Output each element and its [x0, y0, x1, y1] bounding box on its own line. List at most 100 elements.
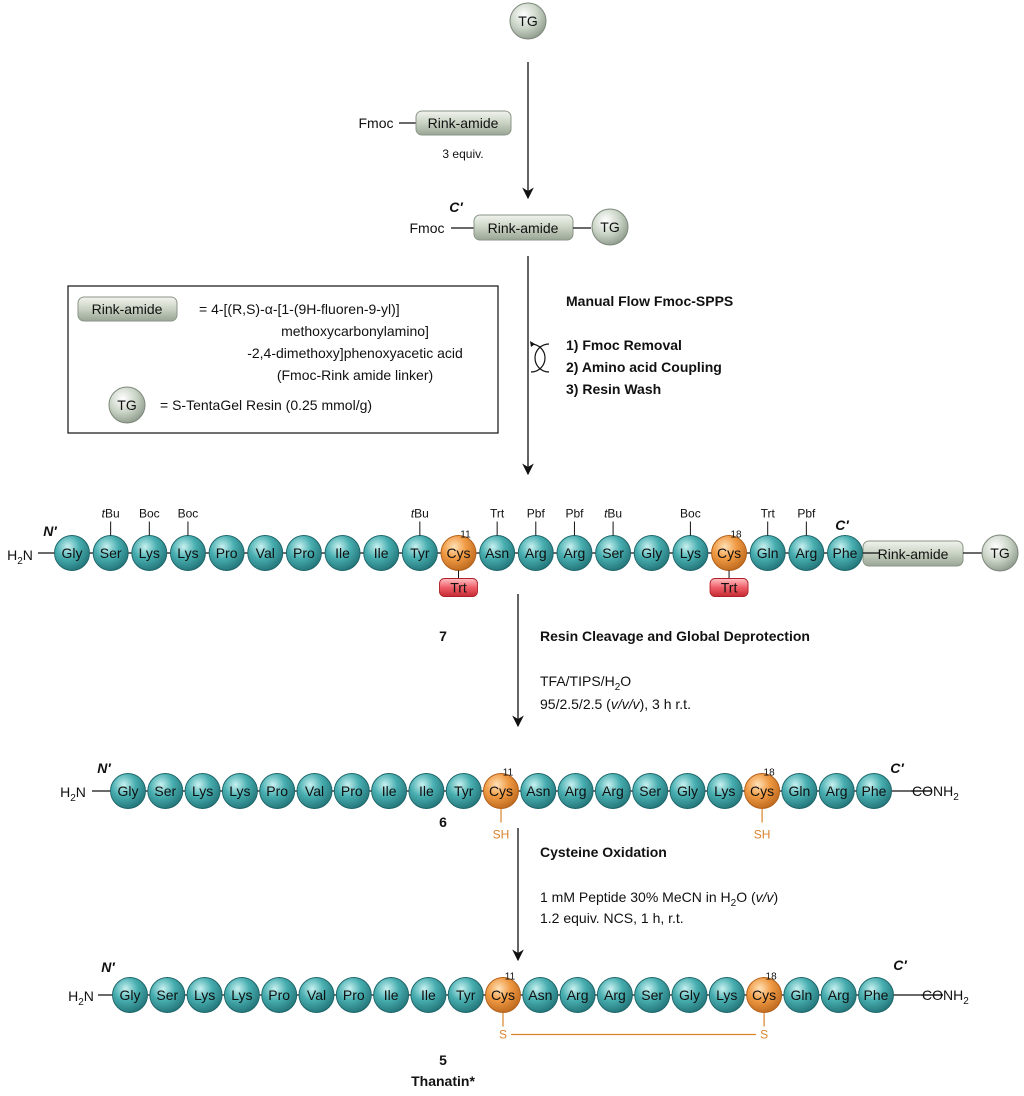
residue-lys: Lys [131, 535, 168, 571]
residue-label: Pro [293, 545, 315, 561]
residue-sphere [522, 977, 559, 1013]
residue-label: Gln [791, 987, 813, 1003]
residue-cys: Cys [711, 535, 747, 571]
residue-gly: Gly [54, 535, 90, 571]
residue-lys: Lys [706, 773, 743, 809]
residue-cys: Cys [440, 535, 477, 571]
residue-gly: Gly [669, 773, 706, 809]
residue-label: Lys [194, 987, 215, 1003]
residue-label: Ser [641, 987, 663, 1003]
compound-6-label: 6 [439, 814, 447, 830]
c-prime-label: C′ [893, 957, 907, 973]
cleavage-conditions: Resin Cleavage and Global Deprotection T… [540, 628, 810, 712]
n-prime-label: N′ [101, 959, 115, 975]
residue-lys: Lys [708, 977, 745, 1013]
residue-label: Lys [229, 783, 250, 799]
protecting-group-label: tBu [411, 507, 429, 521]
residue-pro: Pro [259, 773, 296, 809]
protecting-group-label: tBu [604, 507, 622, 521]
residue-cys: Cys [744, 773, 781, 809]
residue-gly: Gly [633, 535, 670, 571]
residue-label: Ser [100, 545, 122, 561]
residue-sphere [110, 773, 146, 809]
n-terminus: H2N [68, 988, 94, 1008]
residue-sphere [783, 977, 820, 1013]
cys-number: 18 [730, 530, 742, 541]
thiol-label: SH [754, 828, 771, 842]
residue-sphere [247, 535, 284, 571]
residue-sphere [827, 535, 863, 571]
residue-label: Gly [118, 783, 139, 799]
residue-lys: Lys [169, 535, 206, 571]
cys-number: 18 [766, 972, 778, 983]
residue-ile: Ile [363, 535, 400, 571]
cys-number: 18 [764, 768, 776, 779]
residue-ile: Ile [373, 977, 410, 1013]
residue-label: Ile [382, 783, 397, 799]
residue-label: Asn [526, 783, 550, 799]
protecting-group-label: Trt [490, 507, 505, 521]
residue-label: Cys [491, 987, 515, 1003]
protecting-group-label: Pbf [797, 507, 816, 521]
residue-label: Gln [757, 545, 779, 561]
oxidation-title: Cysteine Oxidation [540, 844, 667, 860]
cys-number: 11 [505, 972, 516, 983]
n-prime-label: N′ [43, 523, 57, 539]
trt-label: Trt [450, 580, 467, 596]
residue-ser: Ser [149, 977, 186, 1013]
residue-sphere [112, 977, 148, 1013]
residue-sphere [634, 977, 671, 1013]
residue-label: Pro [216, 545, 238, 561]
residue-val: Val [296, 773, 333, 809]
residue-asn: Asn [479, 535, 516, 571]
residue-gln: Gln [781, 773, 818, 809]
residue-label: Cys [717, 545, 741, 561]
spps-title: Manual Flow Fmoc-SPPS [566, 293, 733, 309]
residue-label: Ile [419, 783, 434, 799]
residue-arg: Arg [557, 773, 594, 809]
residue-sphere [818, 773, 855, 809]
residue-ile: Ile [410, 977, 447, 1013]
residue-pro: Pro [285, 535, 322, 571]
residue-label: Phe [833, 545, 858, 561]
trt-label: Trt [721, 580, 738, 596]
legend-rink-line-2: methoxycarbonylamino] [281, 323, 429, 339]
residue-ile: Ile [371, 773, 408, 809]
residue-label: Cys [752, 987, 776, 1003]
c-prime-label: C′ [835, 517, 849, 533]
tg-label: TG [990, 545, 1009, 561]
spps-conditions: Manual Flow Fmoc-SPPS 1) Fmoc Removal 2)… [566, 293, 733, 397]
protecting-group-label: Trt [761, 507, 776, 521]
fmoc-label: Fmoc [410, 220, 445, 236]
residue-sphere [208, 535, 245, 571]
residue-asn: Asn [520, 773, 557, 809]
residue-label: Ser [156, 987, 178, 1003]
compound-5-label: 5 [439, 1052, 447, 1068]
spps-step-2: 2) Amino acid Coupling [566, 359, 722, 375]
residue-label: Lys [231, 987, 252, 1003]
c-prime-label: C′ [449, 199, 463, 215]
residue-arg: Arg [818, 773, 855, 809]
residue-label: Ser [154, 783, 176, 799]
residue-label: Gln [789, 783, 811, 799]
residue-pro: Pro [335, 977, 372, 1013]
spps-step-3: 3) Resin Wash [566, 381, 661, 397]
protecting-group-label: Boc [178, 507, 199, 521]
residue-ser: Ser [634, 977, 671, 1013]
residue-phe: Phe [827, 535, 863, 571]
residue-pro: Pro [333, 773, 370, 809]
residue-gly: Gly [671, 977, 708, 1013]
residue-sphere [856, 773, 892, 809]
equiv-label: 3 equiv. [442, 147, 483, 161]
residue-gly: Gly [112, 977, 148, 1013]
residue-arg: Arg [788, 535, 825, 571]
residue-val: Val [247, 535, 284, 571]
residue-label: Ser [639, 783, 661, 799]
residue-sphere [633, 535, 670, 571]
residue-label: Ile [384, 987, 399, 1003]
residue-label: Asn [528, 987, 552, 1003]
residue-label: Lys [716, 987, 737, 1003]
residue-label: Pro [343, 987, 365, 1003]
